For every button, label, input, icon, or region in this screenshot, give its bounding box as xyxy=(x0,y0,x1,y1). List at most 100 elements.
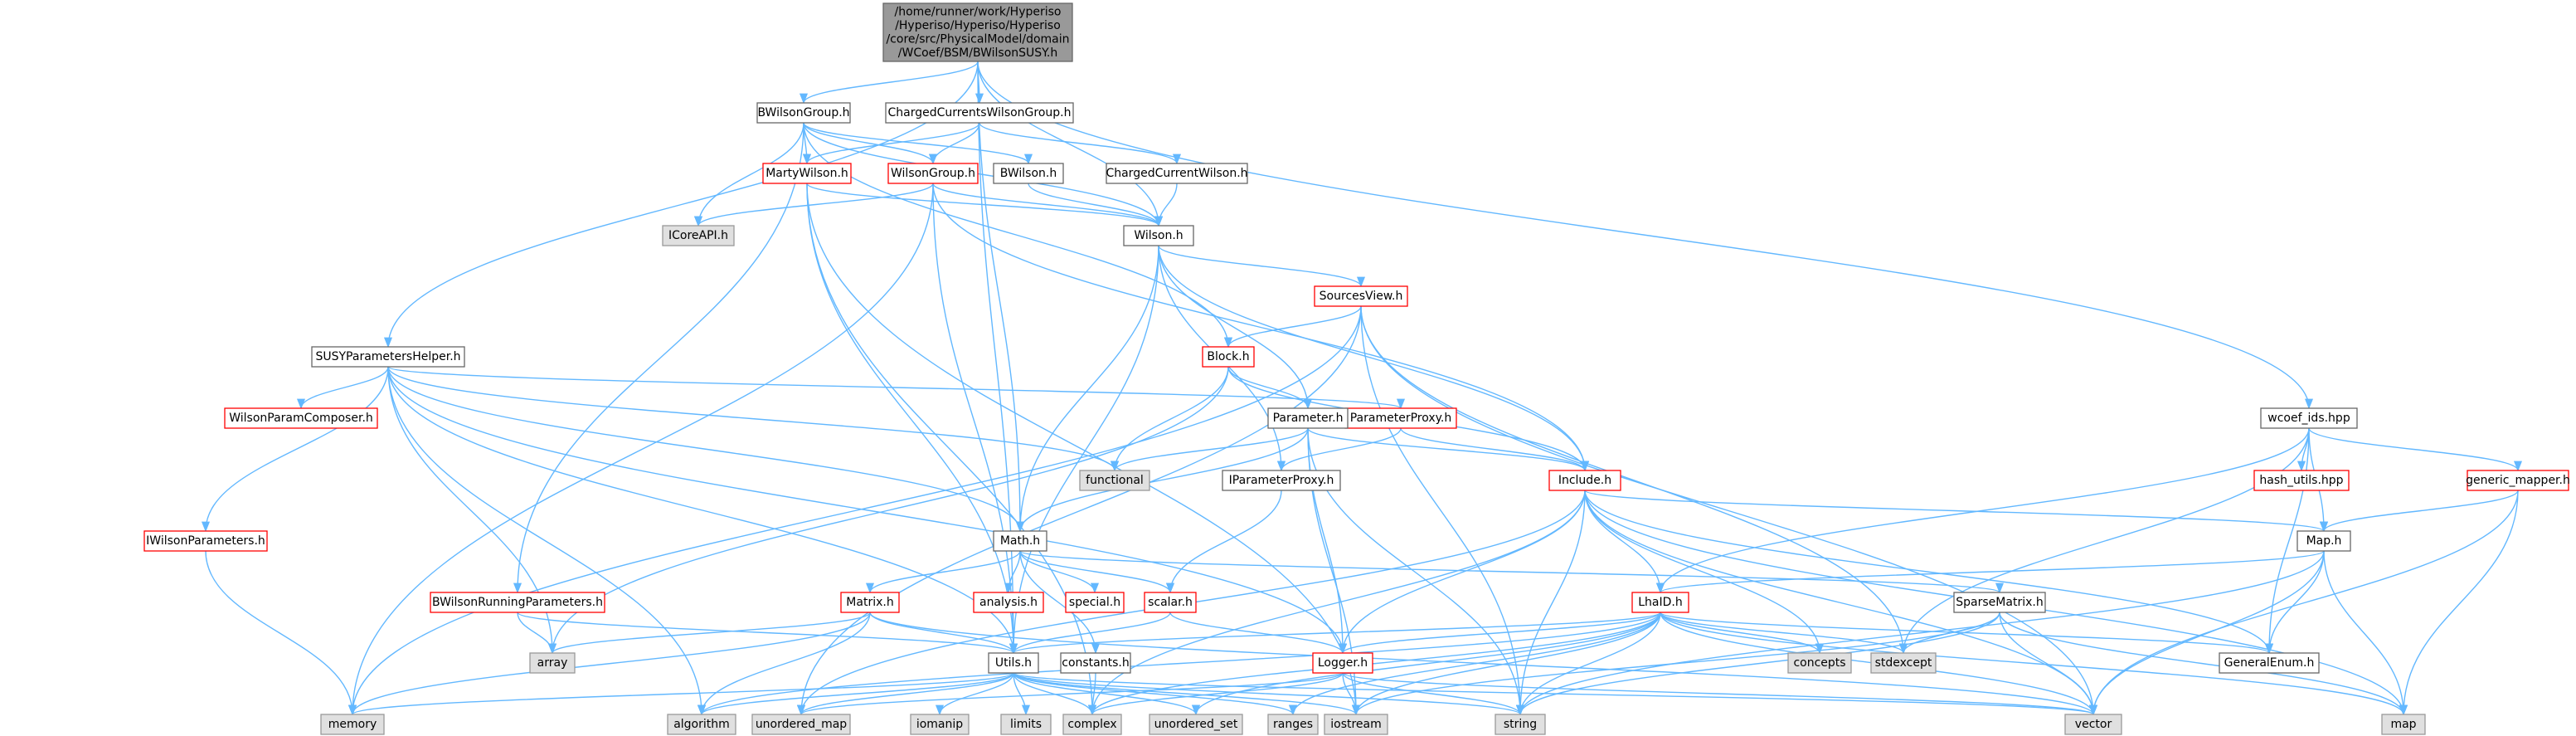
node-label-ParameterProxy: ParameterProxy.h xyxy=(1350,412,1452,425)
node-Wilson[interactable]: Wilson.h xyxy=(1123,225,1194,246)
node-label-SUSYParametersHelper: SUSYParametersHelper.h xyxy=(315,350,460,363)
node-label-Logger: Logger.h xyxy=(1318,656,1368,670)
node-BWilsonRunningParameters[interactable]: BWilsonRunningParameters.h xyxy=(430,592,605,613)
node-box-IParameterProxy xyxy=(1222,470,1341,491)
node-box-IWilsonParameters xyxy=(143,530,268,552)
node-BWilsonGroup[interactable]: BWilsonGroup.h xyxy=(756,102,851,124)
edge-Map-to-string xyxy=(1516,550,2325,716)
edge-IWilsonParameters-to-memory xyxy=(205,550,357,716)
edge-LhaID-to-string xyxy=(1515,612,1661,716)
edge-generic_mapper-to-vector xyxy=(2089,490,2519,716)
node-wcoef_ids[interactable]: wcoef_ids.hpp xyxy=(2260,407,2358,429)
edge-wcoef_ids-to-stdexcept xyxy=(1899,427,2310,655)
node-label-SourcesView: SourcesView.h xyxy=(1320,290,1403,303)
node-Matrix[interactable]: Matrix.h xyxy=(840,592,900,613)
node-label-Block: Block.h xyxy=(1207,350,1249,363)
node-Include[interactable]: Include.h xyxy=(1548,470,1621,491)
node-box-SUSYParametersHelper xyxy=(311,346,465,368)
node-label-root: /home/runner/work/Hyperiso xyxy=(895,5,1062,18)
node-box-array xyxy=(529,652,576,674)
node-box-BWilson xyxy=(993,163,1064,184)
node-box-Map xyxy=(2297,530,2351,552)
node-label-stdexcept: stdexcept xyxy=(1875,656,1932,670)
node-label-Include: Include.h xyxy=(1558,474,1611,487)
node-Logger[interactable]: Logger.h xyxy=(1312,652,1373,674)
node-constants[interactable]: constants.h xyxy=(1060,652,1131,674)
node-ParameterProxy[interactable]: ParameterProxy.h xyxy=(1344,407,1457,429)
edge-wcoef_ids-to-GeneralEnum xyxy=(2264,427,2310,655)
node-unordered_map: unordered_map xyxy=(751,714,851,735)
node-box-Math xyxy=(993,530,1047,552)
node-analysis[interactable]: analysis.h xyxy=(973,592,1044,613)
node-label-special: special.h xyxy=(1069,596,1120,609)
edge-Matrix-to-memory xyxy=(348,612,871,716)
node-root[interactable]: /home/runner/work/Hyperiso/Hyperiso/Hype… xyxy=(882,2,1073,62)
node-SUSYParametersHelper[interactable]: SUSYParametersHelper.h xyxy=(311,346,465,368)
edge-Include-to-complex xyxy=(1088,490,1586,716)
edge-IParameterProxy-to-scalar xyxy=(1165,490,1282,594)
node-scalar[interactable]: scalar.h xyxy=(1144,592,1197,613)
node-label-ranges: ranges xyxy=(1273,718,1313,731)
edge-MartyWilson-to-iostream xyxy=(806,183,1361,716)
edge-layer xyxy=(201,61,2522,716)
node-Utils[interactable]: Utils.h xyxy=(988,652,1039,674)
edge-BWilson-to-Wilson xyxy=(1028,183,1163,227)
node-SparseMatrix[interactable]: SparseMatrix.h xyxy=(1953,592,2046,613)
node-IWilsonParameters[interactable]: IWilsonParameters.h xyxy=(143,530,268,552)
node-GeneralEnum[interactable]: GeneralEnum.h xyxy=(2219,652,2320,674)
edge-WilsonGroup-to-Utils xyxy=(932,183,1018,655)
node-string: string xyxy=(1495,714,1546,735)
node-label-constants: constants.h xyxy=(1062,656,1129,670)
edge-Map-to-map xyxy=(2323,550,2408,716)
edge-Utils-to-ranges xyxy=(1013,672,1297,716)
node-WilsonGroup[interactable]: WilsonGroup.h xyxy=(887,163,979,184)
node-IParameterProxy[interactable]: IParameterProxy.h xyxy=(1222,470,1341,491)
edge-root-to-wcoef_ids xyxy=(977,61,2313,410)
node-box-WilsonGroup xyxy=(887,163,979,184)
edge-MartyWilson-to-complex xyxy=(806,183,1097,716)
node-label-complex: complex xyxy=(1067,718,1116,731)
edge-SUSYParametersHelper-to-Logger xyxy=(387,366,1347,655)
node-box-map xyxy=(2381,714,2426,735)
node-iomanip: iomanip xyxy=(910,714,970,735)
node-ChargedCurrentsWilsonGroup[interactable]: ChargedCurrentsWilsonGroup.h xyxy=(885,102,1074,124)
edge-SparseMatrix-to-string xyxy=(1516,612,2000,716)
node-WilsonParamComposer[interactable]: WilsonParamComposer.h xyxy=(224,407,378,429)
node-label-wcoef_ids: wcoef_ids.hpp xyxy=(2267,412,2350,425)
node-vector: vector xyxy=(2064,714,2122,735)
node-label-root: /core/src/PhysicalModel/domain xyxy=(886,32,1069,46)
node-box-Parameter xyxy=(1267,407,1349,429)
node-Block[interactable]: Block.h xyxy=(1202,346,1255,368)
node-ChargedCurrentWilson[interactable]: ChargedCurrentWilson.h xyxy=(1106,163,1248,184)
node-iostream: iostream xyxy=(1324,714,1388,735)
edge-Utils-to-vector xyxy=(1013,672,2097,716)
edge-Utils-to-string xyxy=(1013,672,1524,716)
edge-LhaID-to-ranges xyxy=(1289,612,1661,716)
edge-Block-to-functional xyxy=(1110,366,1229,472)
node-Map[interactable]: Map.h xyxy=(2297,530,2351,552)
edge-Include-to-concepts xyxy=(1584,490,1825,655)
edge-Map-to-LhaID xyxy=(1656,550,2325,594)
node-hash_utils[interactable]: hash_utils.hpp xyxy=(2253,470,2350,491)
node-Parameter[interactable]: Parameter.h xyxy=(1267,407,1349,429)
node-LhaID[interactable]: LhaID.h xyxy=(1631,592,1689,613)
edge-WilsonGroup-to-ICoreAPI xyxy=(694,183,934,227)
node-label-BWilsonRunningParameters: BWilsonRunningParameters.h xyxy=(432,596,603,609)
edge-Logger-to-iostream xyxy=(1342,672,1361,716)
node-label-BWilson: BWilson.h xyxy=(1000,167,1057,180)
edge-root-to-Wilson xyxy=(977,61,1164,227)
node-generic_mapper[interactable]: generic_mapper.h xyxy=(2466,470,2570,491)
node-BWilson[interactable]: BWilson.h xyxy=(993,163,1064,184)
node-MartyWilson[interactable]: MartyWilson.h xyxy=(762,163,852,184)
edge-Utils-to-limits xyxy=(1013,672,1031,716)
node-special[interactable]: special.h xyxy=(1065,592,1125,613)
edge-ParameterProxy-to-IParameterProxy xyxy=(1277,427,1402,472)
node-concepts: concepts xyxy=(1787,652,1852,674)
node-box-special xyxy=(1065,592,1125,613)
edge-BWilsonGroup-to-ICoreAPI xyxy=(693,122,804,227)
node-Math[interactable]: Math.h xyxy=(993,530,1047,552)
node-label-functional: functional xyxy=(1086,474,1144,487)
edge-MartyWilson-to-Wilson xyxy=(806,183,1163,227)
node-SourcesView[interactable]: SourcesView.h xyxy=(1314,285,1408,307)
